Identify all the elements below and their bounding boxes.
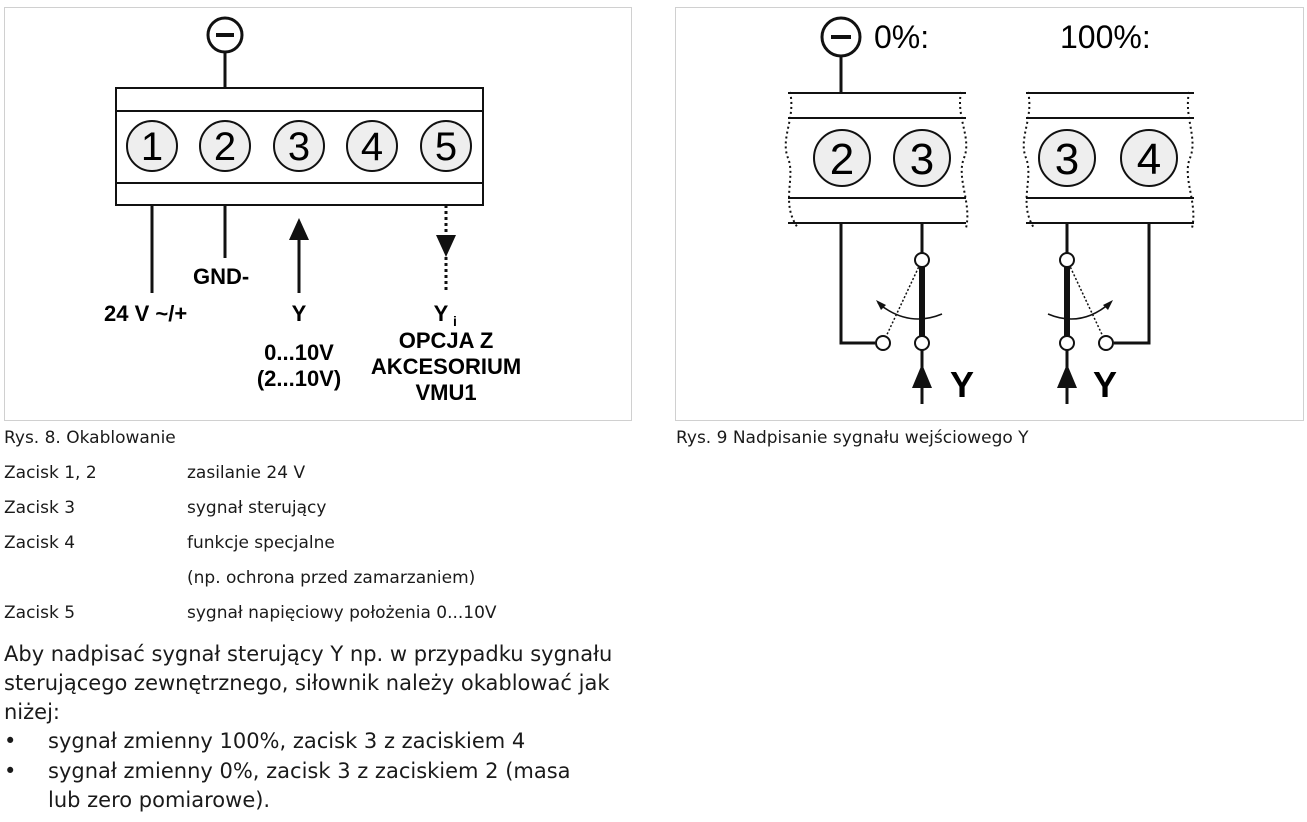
minus-ground-symbol [206, 16, 244, 88]
terminal-3: 3 [273, 120, 325, 172]
label-gnd: GND- [193, 264, 249, 289]
wiring-right [1047, 223, 1151, 404]
label-24v: 24 V ~/+ [104, 301, 187, 326]
label-option-line-1: OPCJA Z [399, 328, 494, 353]
svg-text:4: 4 [1137, 135, 1161, 184]
terminal-2: 2 [199, 120, 251, 172]
terminal-function: sygnał sterujący [187, 498, 327, 518]
svg-text:1: 1 [141, 125, 163, 169]
terminal-name: Zacisk 1, 2 [4, 463, 97, 483]
label-option-line-3: VMU1 [415, 380, 476, 405]
terminal-4-right: 4 [1120, 129, 1178, 187]
label-yi: Y [434, 301, 449, 326]
terminal-4: 4 [346, 120, 398, 172]
label-y-right: Y [1093, 364, 1117, 405]
wire-yi-output [436, 205, 456, 290]
wiring-figure: 1 2 3 4 5 GND- 24 V [4, 7, 632, 421]
label-y-left: Y [950, 364, 974, 405]
terminal-1: 1 [126, 120, 178, 172]
bullet-icon: • [4, 759, 17, 783]
terminal-name: Zacisk 5 [4, 603, 76, 623]
svg-text:4: 4 [361, 125, 383, 169]
terminal-3-right: 3 [1038, 129, 1096, 187]
label-0-percent: 0%: [874, 19, 929, 55]
override-instructions: Aby nadpisać sygnał sterujący Y np. w pr… [4, 642, 613, 724]
terminal-function: zasilanie 24 V [187, 463, 306, 483]
label-range-2-10: (2...10V) [257, 366, 341, 391]
figure-8-caption: Rys. 8. Okablowanie [4, 428, 176, 448]
list-item-text: sygnał zmienny 0%, zacisk 3 z zaciskiem … [48, 759, 571, 812]
terminal-function: funkcje specjalne [187, 533, 335, 553]
terminal-2-left: 2 [813, 129, 871, 187]
wire-y-input [289, 218, 309, 293]
terminal-function: sygnał napięciowy położenia 0...10V [187, 603, 497, 623]
svg-text:3: 3 [288, 125, 310, 169]
minus-ground-symbol [820, 16, 862, 92]
bullet-icon: • [4, 729, 17, 753]
terminal-5: 5 [420, 120, 472, 172]
terminal-3-left: 3 [893, 129, 951, 187]
label-100-percent: 100%: [1060, 19, 1151, 55]
svg-text:3: 3 [1055, 135, 1079, 184]
svg-text:3: 3 [910, 135, 934, 184]
figure-9-caption: Rys. 9 Nadpisanie sygnału wejściowego Y [676, 428, 1029, 448]
terminal-name: Zacisk 4 [4, 533, 76, 553]
wiring-left [839, 223, 943, 404]
svg-text:5: 5 [435, 125, 457, 169]
label-yi-subscript: i [453, 313, 457, 329]
label-option-line-2: AKCESORIUM [371, 354, 521, 379]
override-figure: 0%: 100%: 2 3 [675, 7, 1304, 421]
label-y: Y [292, 301, 307, 326]
label-range-0-10: 0...10V [264, 340, 334, 365]
list-item-text: sygnał zmienny 100%, zacisk 3 z zaciskie… [48, 729, 526, 753]
terminal-name: Zacisk 3 [4, 498, 76, 518]
svg-text:2: 2 [214, 125, 236, 169]
terminal-function: (np. ochrona przed zamarzaniem) [187, 568, 476, 588]
svg-text:2: 2 [830, 135, 854, 184]
